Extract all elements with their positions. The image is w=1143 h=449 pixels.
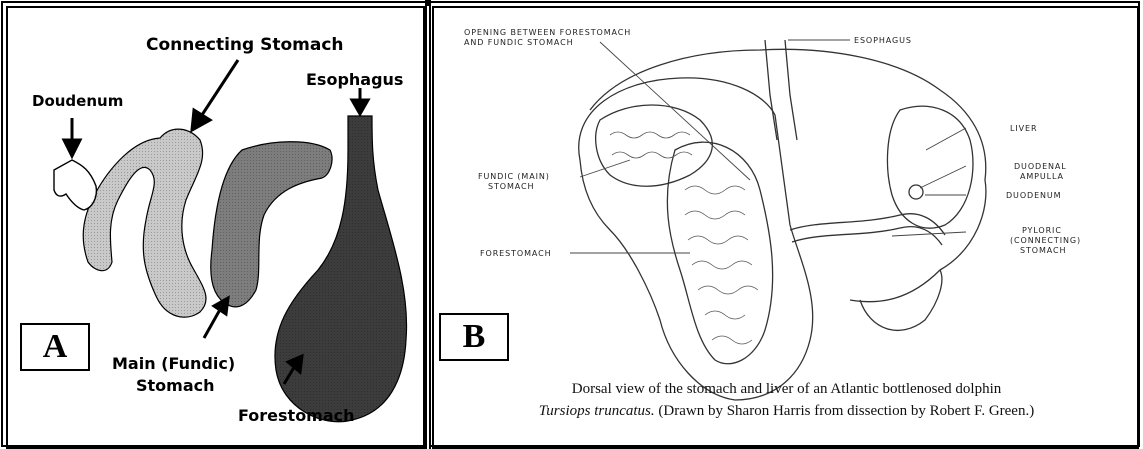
rugae-pattern [610,132,758,344]
panel-b-letter: B [439,313,509,361]
connecting-stomach-texture [83,129,206,317]
label-pyloric-line3: STOMACH [1020,246,1066,256]
label-connecting-stomach: Connecting Stomach [146,35,344,55]
ruga [712,336,752,344]
panel-b: OPENING BETWEEN FORESTOMACH AND FUNDIC S… [430,0,1143,449]
label-doudenum: Doudenum [32,92,123,110]
label-forestomach: Forestomach [238,406,355,425]
ruga [692,261,752,269]
fundic-chamber [596,105,713,186]
ruga [612,152,692,158]
label-esophagus: Esophagus [306,70,403,89]
duodenum-shape [54,160,96,210]
pyloric-tube-top [790,214,945,235]
label-esophagus-b: ESOPHAGUS [854,36,912,46]
label-duodenal-line1: DUODENAL [1014,162,1067,172]
ruga [685,211,745,219]
pyloric-tube-bottom [792,227,942,245]
liver-right-lobe [887,106,973,228]
label-fundic-line2: STOMACH [488,182,534,192]
esophagus-arrowhead [352,100,368,114]
ruga [610,132,690,138]
label-pyloric-line1: PYLORIC [1022,226,1062,236]
leader-duodenal [920,166,966,188]
label-main-line1: Main (Fundic) [112,354,235,373]
panel-a-letter: A [20,323,90,371]
esophagus-tube-right [785,40,797,140]
label-fundic-line1: FUNDIC (MAIN) [478,172,550,182]
label-duodenal-line2: AMPULLA [1020,172,1064,182]
duodenum-arrowhead [64,140,80,156]
panel-a: Connecting Stomach Esophagus Doudenum Ma… [0,0,425,449]
connecting-arrowhead [192,110,210,130]
ruga [705,311,745,319]
label-opening-line2: AND FUNDIC STOMACH [464,38,574,48]
caption-credit: (Drawn by Sharon Harris from dissection … [655,403,1035,419]
ruga [698,286,758,294]
leader-liver [926,128,966,150]
caption-line2: Tursiops truncatus. (Drawn by Sharon Har… [430,402,1143,421]
anatomy-drawing [579,40,986,400]
label-liver: LIVER [1010,124,1037,134]
label-duodenum-b: DUODENUM [1006,191,1061,201]
caption-line1: Dorsal view of the stomach and liver of … [430,380,1143,399]
ruga [685,186,745,194]
leader-fundic [580,160,630,177]
caption-species: Tursiops truncatus. [539,403,655,419]
stomach-outline [579,78,813,400]
leader-opening [600,42,750,180]
label-forestomach-b: FORESTOMACH [480,249,552,259]
label-main-line2: Stomach [136,376,215,395]
label-opening-line1: OPENING BETWEEN FORESTOMACH [464,28,631,38]
connecting-arrow [200,60,238,118]
main-arrowhead [214,298,228,314]
ruga [688,236,748,244]
label-pyloric-line2: (CONNECTING) [1010,236,1081,246]
esophagus-tube-left [765,40,777,140]
